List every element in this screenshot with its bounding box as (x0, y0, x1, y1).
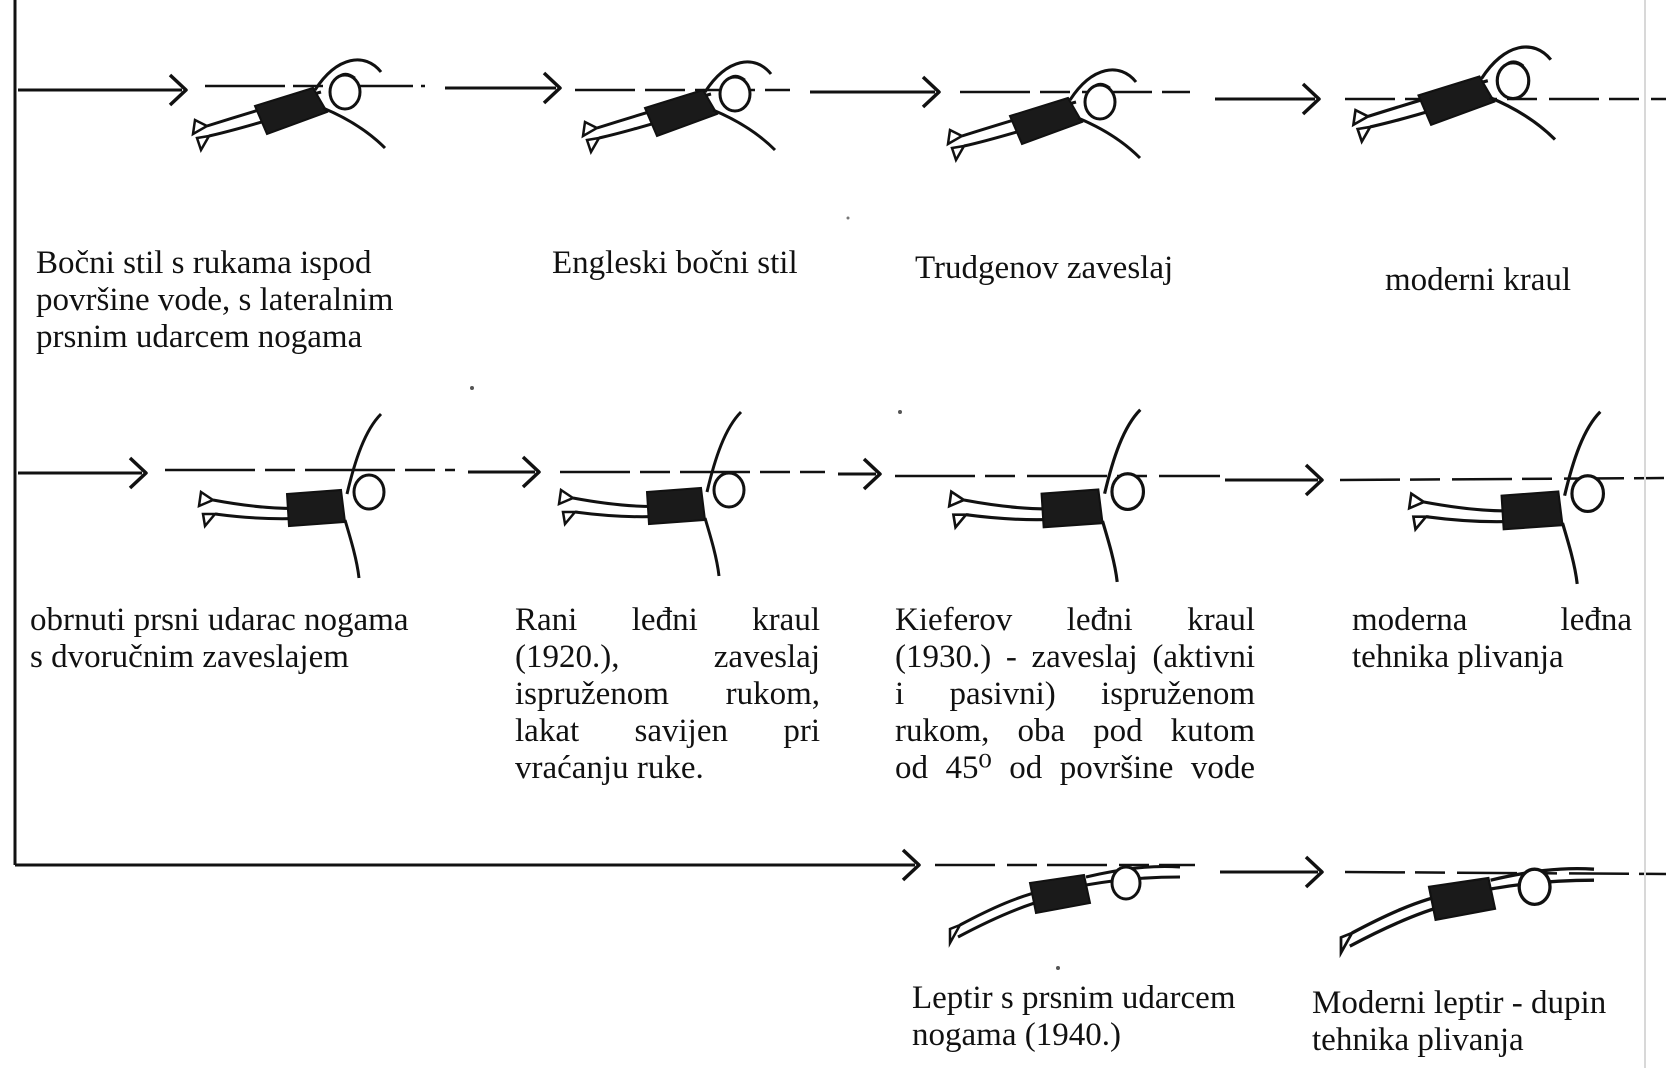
caption-moderna-ledna: moderna leđna tehnika plivanja (1352, 602, 1632, 676)
scan-dust (847, 217, 850, 220)
caption-leptir-prsni: Leptir s prsnim udarcem nogama (1940.) (912, 980, 1272, 1054)
caption-line: Leptir s prsnim udarcem (912, 980, 1272, 1017)
caption-line: Trudgenov zaveslaj (915, 250, 1235, 287)
caption-line: s dvoručnim zaveslajem (30, 639, 460, 676)
caption-trudgenov-zaveslaj: Trudgenov zaveslaj (915, 250, 1235, 287)
caption-rani-ledni-kraul: Rani leđni kraul (1920.), zaveslaj ispru… (515, 602, 820, 787)
caption-line: Rani leđni kraul (515, 602, 820, 639)
caption-line: ispruženom rukom, (515, 676, 820, 713)
caption-line: nogama (1940.) (912, 1017, 1272, 1054)
caption-line: (1930.) - zaveslaj (aktivni (895, 639, 1255, 676)
caption-line: i pasivni) ispruženom (895, 676, 1255, 713)
caption-line: (1920.), zaveslaj (515, 639, 820, 676)
row2-water-4 (1340, 478, 1666, 480)
swimmer-figure-icon (950, 866, 1180, 943)
caption-kieferov-ledni-kraul: Kieferov leđni kraul (1930.) - zaveslaj … (895, 602, 1255, 787)
caption-line: Engleski bočni stil (552, 245, 832, 282)
caption-moderni-kraul: moderni kraul (1385, 262, 1605, 299)
caption-line: moderni kraul (1385, 262, 1605, 299)
swimmer-figure-icon (559, 412, 744, 576)
swimmer-figure-icon (949, 410, 1143, 582)
swimmer-figure-icon (948, 70, 1140, 160)
caption-line: Bočni stil s rukama ispod (36, 245, 456, 282)
caption-obrnuti-prsni: obrnuti prsni udarac nogama s dvoručnim … (30, 602, 460, 676)
caption-engleski-bocni-stil: Engleski bočni stil (552, 245, 832, 282)
scan-dust (470, 386, 474, 390)
caption-moderni-leptir: Moderni leptir - dupin tehnika plivanja (1312, 985, 1672, 1059)
scan-dust (1056, 966, 1060, 970)
caption-line: od 45⁰ od površine vode (895, 750, 1255, 787)
caption-line: Kieferov leđni kraul (895, 602, 1255, 639)
swimmer-figure-icon (193, 60, 385, 150)
caption-line: lakat savijen pri (515, 713, 820, 750)
caption-line: tehnika plivanja (1352, 639, 1632, 676)
caption-line: moderna leđna (1352, 602, 1632, 639)
caption-line: površine vode, s lateralnim (36, 282, 456, 319)
caption-line: rukom, oba pod kutom (895, 713, 1255, 750)
caption-line: Moderni leptir - dupin (1312, 985, 1672, 1022)
scan-dust (898, 410, 902, 414)
caption-line: obrnuti prsni udarac nogama (30, 602, 460, 639)
caption-line: tehnika plivanja (1312, 1022, 1672, 1059)
caption-line: vraćanju ruke. (515, 750, 820, 787)
swimmer-figure-icon (1353, 47, 1555, 142)
swimmer-figure-icon (583, 62, 775, 152)
row3-water-2 (1345, 872, 1666, 874)
caption-bocni-stil: Bočni stil s rukama ispod površine vode,… (36, 245, 456, 356)
swimmer-figure-icon (1341, 869, 1594, 953)
swimmer-figure-icon (1409, 412, 1603, 584)
caption-line: prsnim udarcem nogama (36, 319, 456, 356)
swimmer-figure-icon (199, 414, 384, 578)
